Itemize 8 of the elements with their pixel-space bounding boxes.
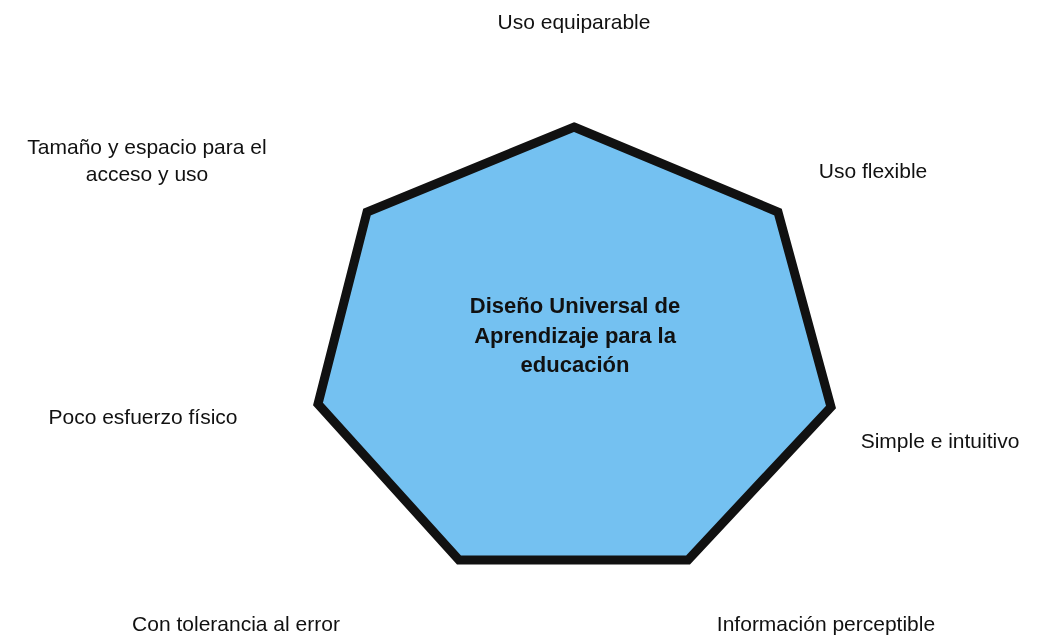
- center-title: Diseño Universal de Aprendizaje para la educación: [468, 292, 682, 380]
- principle-label: Información perceptible: [716, 611, 936, 637]
- principle-label: Con tolerancia al error: [132, 611, 340, 637]
- principle-label: Poco esfuerzo físico: [48, 404, 238, 431]
- principle-label: Uso flexible: [818, 158, 928, 185]
- principle-label: Tamaño y espacio para el acceso y uso: [26, 133, 268, 187]
- principle-label: Uso equiparable: [497, 9, 651, 36]
- principle-label: Simple e intuitivo: [860, 428, 1020, 455]
